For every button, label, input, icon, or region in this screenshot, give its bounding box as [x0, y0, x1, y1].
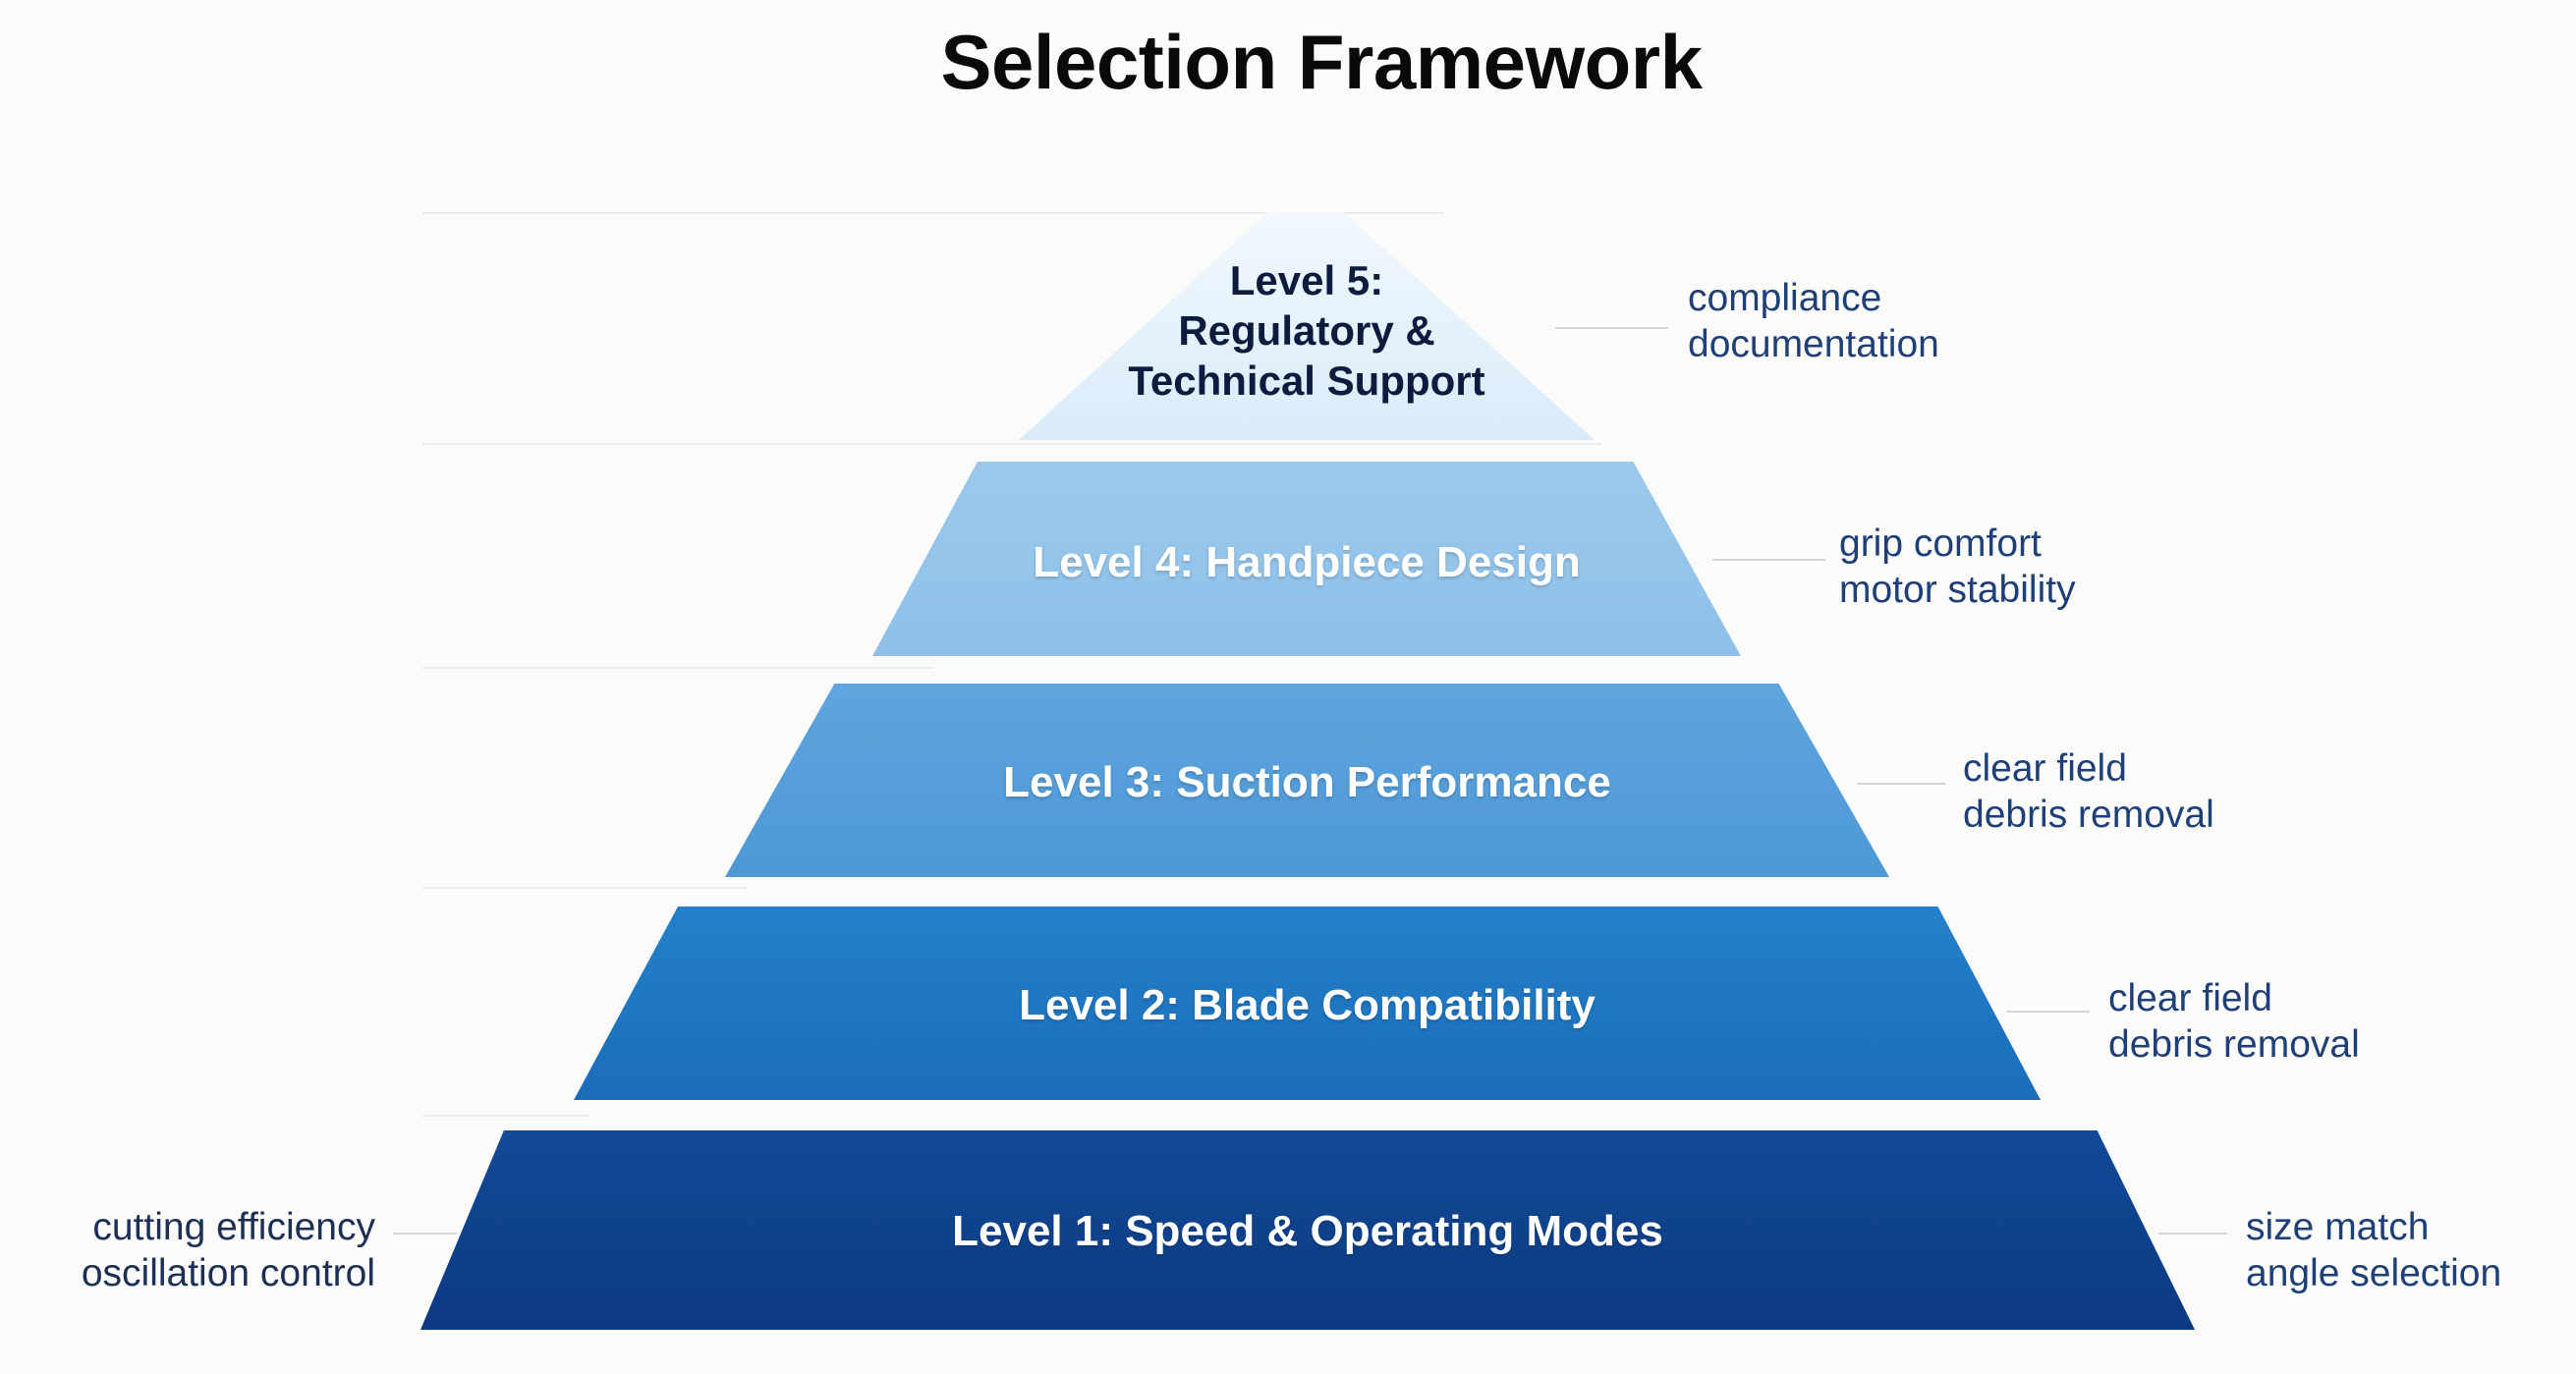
level-5-label: Level 5: Regulatory & Technical Support	[1019, 255, 1595, 406]
guide-line	[422, 1115, 589, 1117]
connector-line	[2158, 1233, 2227, 1235]
level-4-label: Level 4: Handpiece Design	[1033, 538, 1581, 586]
level-5-notes: compliance documentation	[1688, 275, 1939, 367]
guide-line	[422, 667, 933, 669]
level-3-notes: clear field debris removal	[1963, 745, 2214, 838]
connector-line	[2006, 1011, 2090, 1013]
level-1-label: Level 1: Speed & Operating Modes	[952, 1207, 1663, 1255]
connector-line	[393, 1233, 457, 1235]
level-4-tier: Level 4: Handpiece Design	[872, 462, 1741, 656]
guide-line	[422, 887, 747, 889]
note-line: grip comfort	[1839, 522, 2042, 565]
level-2-tier: Level 2: Blade Compatibility	[574, 907, 2041, 1100]
level-1-notes-left: cutting efficiency oscillation control	[10, 1204, 375, 1296]
note-line: oscillation control	[81, 1252, 375, 1294]
note-line: cutting efficiency	[92, 1206, 375, 1248]
level-5-label-line: Regulatory &	[1178, 307, 1435, 354]
note-line: motor stability	[1839, 569, 2076, 611]
level-4-notes: grip comfort motor stability	[1839, 521, 2076, 613]
level-1-notes-right: size match angle selection	[2246, 1204, 2501, 1296]
note-line: clear field	[2108, 977, 2272, 1019]
level-2-label: Level 2: Blade Compatibility	[1019, 981, 1596, 1029]
level-3-tier: Level 3: Suction Performance	[725, 684, 1889, 877]
level-5-label-line: Level 5:	[1229, 257, 1384, 303]
connector-line	[1857, 783, 1945, 785]
level-5-tier: Level 5: Regulatory & Technical Support	[1019, 212, 1595, 440]
note-line: debris removal	[2108, 1023, 2360, 1066]
connector-line	[1555, 327, 1668, 329]
note-line: angle selection	[2246, 1252, 2502, 1294]
guide-line	[422, 212, 1444, 214]
note-line: compliance	[1688, 277, 1882, 319]
diagram-title: Selection Framework	[940, 19, 1703, 105]
level-5-label-line: Technical Support	[1128, 357, 1485, 404]
guide-line	[422, 443, 1601, 445]
note-line: documentation	[1688, 323, 1939, 365]
level-3-label: Level 3: Suction Performance	[1003, 758, 1611, 806]
level-2-notes: clear field debris removal	[2108, 975, 2360, 1068]
level-1-tier: Level 1: Speed & Operating Modes	[420, 1130, 2195, 1330]
note-line: debris removal	[1963, 794, 2214, 836]
note-line: clear field	[1963, 747, 2127, 790]
note-line: size match	[2246, 1206, 2430, 1248]
connector-line	[1712, 559, 1825, 561]
